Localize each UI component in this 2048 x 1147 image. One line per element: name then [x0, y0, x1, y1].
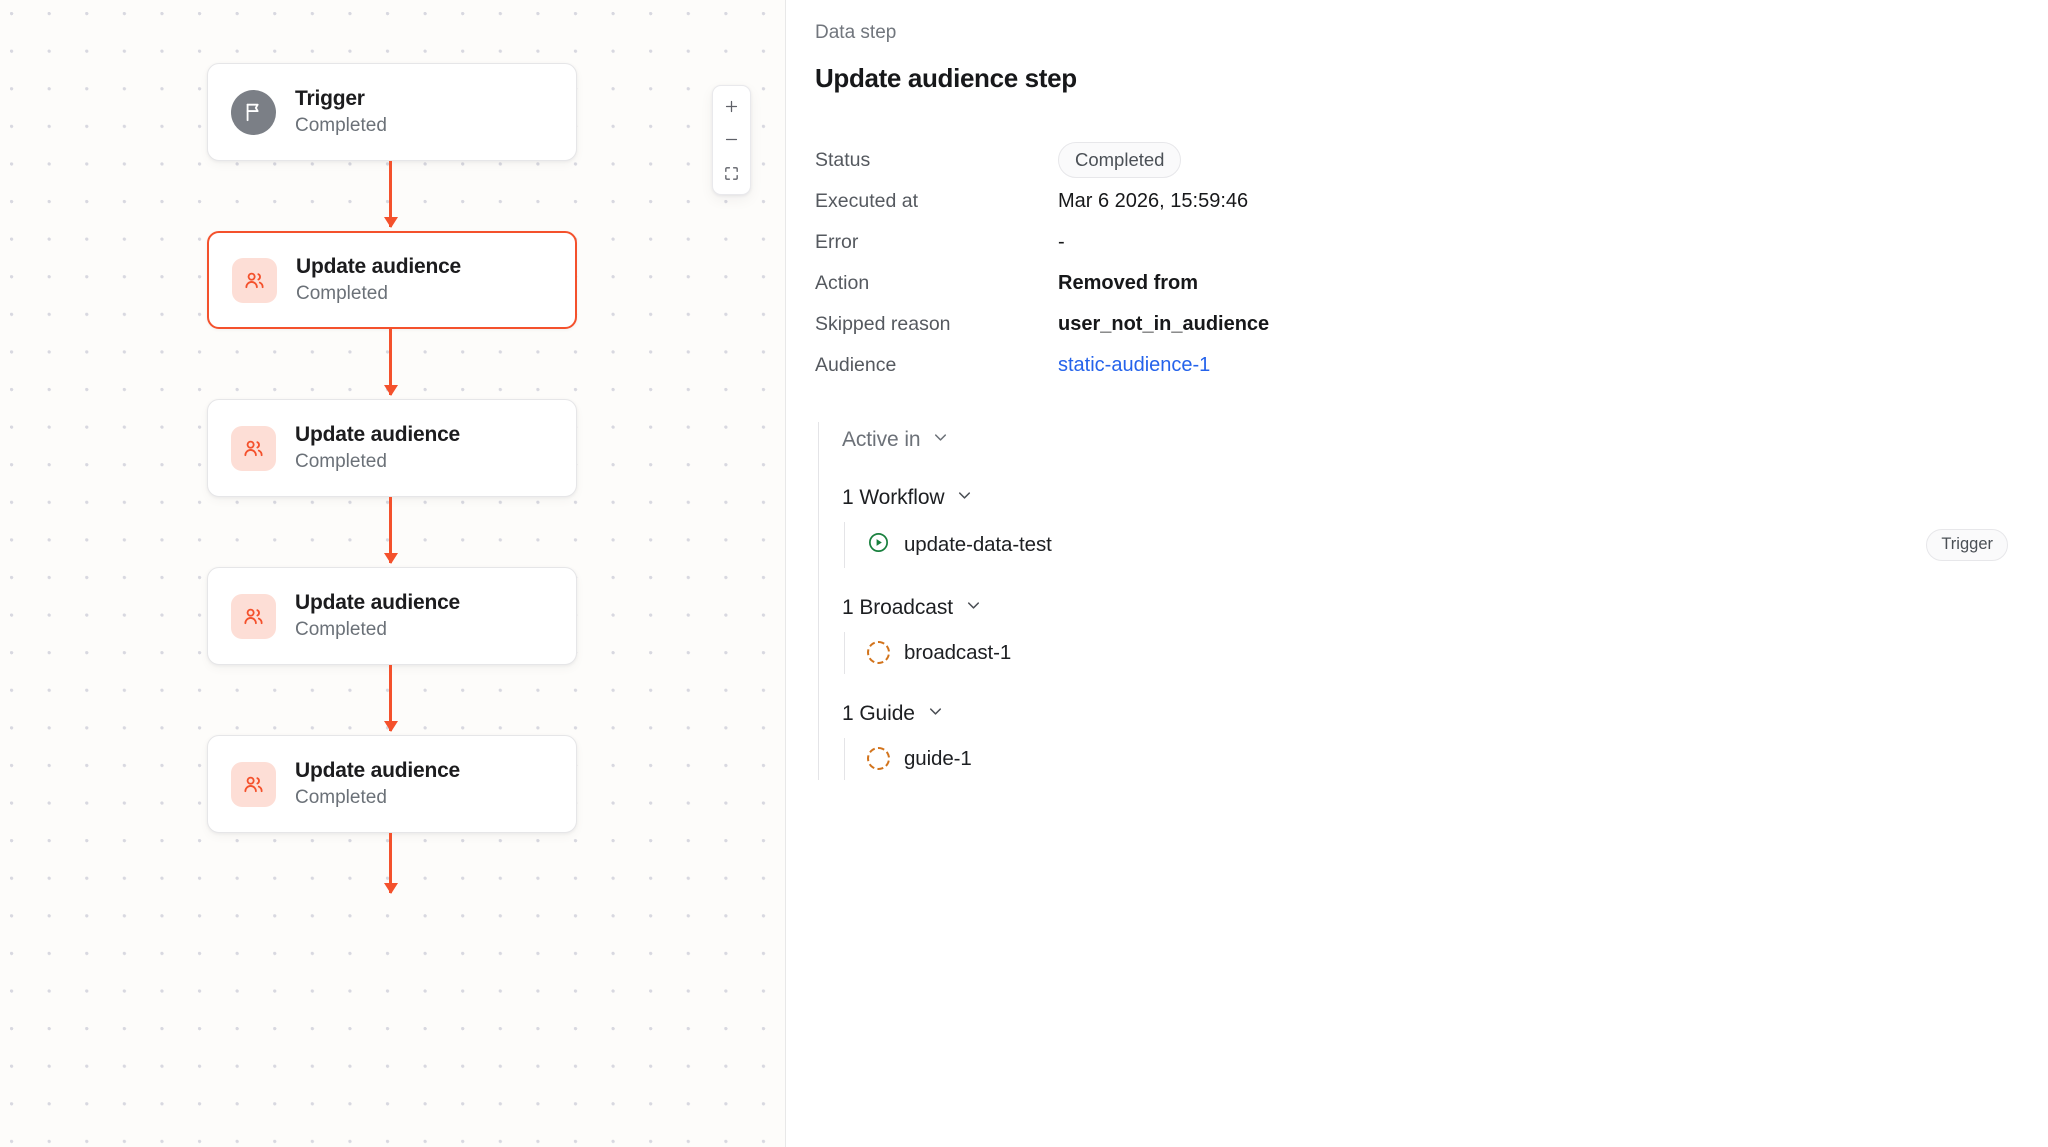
field-label: Status — [815, 148, 871, 171]
users-icon — [231, 593, 276, 639]
guide-items: guide-1 — [844, 737, 2008, 780]
audience-link[interactable]: static-audience-1 — [1058, 354, 1211, 377]
field-value: - — [1058, 231, 1065, 254]
flow-node-update-audience-3[interactable]: Update audience Completed — [207, 567, 577, 665]
users-icon — [231, 425, 276, 471]
node-text: Trigger Completed — [295, 87, 387, 137]
node-icon-container — [231, 89, 276, 135]
field-value: user_not_in_audience — [1058, 313, 1270, 336]
detail-fields: Status Completed Executed at Mar 6 2026,… — [815, 140, 2008, 386]
node-title: Update audience — [295, 591, 461, 614]
node-text: Update audience Completed — [296, 255, 461, 305]
active-in-group-workflow: 1 Workflow update-data-test — [842, 480, 2008, 568]
field-executed-at: Executed at Mar 6 2026, 15:59:46 — [815, 181, 2008, 222]
active-in-label: Active in — [842, 427, 921, 451]
chevron-down-icon — [931, 428, 950, 452]
guide-group-label: 1 Guide — [842, 701, 915, 725]
flow-edge — [389, 497, 392, 563]
users-icon — [232, 257, 277, 303]
broadcast-group-toggle[interactable]: 1 Broadcast — [842, 590, 2008, 626]
list-item[interactable]: broadcast-1 — [867, 632, 2008, 674]
detail-panel: Data step Update audience step Status Co… — [786, 0, 2048, 1147]
active-in-section: Active in 1 Workflow — [818, 421, 2008, 780]
field-label: Executed at — [815, 189, 918, 212]
zoom-controls — [712, 85, 751, 195]
users-icon — [231, 761, 276, 807]
field-audience: Audience static-audience-1 — [815, 345, 2008, 386]
node-text: Update audience Completed — [295, 591, 460, 641]
field-skipped-reason: Skipped reason user_not_in_audience — [815, 304, 2008, 345]
flow-node-trigger[interactable]: Trigger Completed — [207, 63, 577, 161]
workflow-group-label: 1 Workflow — [842, 485, 945, 509]
dashed-circle-icon — [867, 641, 890, 665]
page-title: Update audience step — [815, 62, 1077, 93]
node-text: Update audience Completed — [295, 423, 460, 473]
node-status: Completed — [295, 787, 387, 809]
chevron-down-icon — [964, 596, 983, 620]
node-icon-container — [232, 257, 277, 303]
list-item[interactable]: guide-1 — [867, 738, 2008, 780]
zoom-out-button[interactable] — [717, 125, 747, 155]
workflow-name: update-data-test — [904, 532, 1052, 556]
field-label: Error — [815, 230, 859, 253]
flow-edge — [389, 161, 392, 227]
active-in-toggle[interactable]: Active in — [842, 422, 2008, 458]
guide-group-toggle[interactable]: 1 Guide — [842, 696, 2008, 732]
flag-icon — [231, 89, 276, 135]
panel-eyebrow: Data step — [815, 22, 897, 43]
play-circle-icon — [867, 531, 890, 559]
node-title: Update audience — [295, 423, 461, 446]
dashed-circle-icon — [867, 747, 890, 771]
flow-edge — [389, 665, 392, 731]
list-item[interactable]: update-data-test Trigger — [867, 522, 2008, 568]
node-icon-container — [231, 425, 276, 471]
node-icon-container — [231, 593, 276, 639]
chevron-down-icon — [955, 486, 974, 510]
status-badge: Completed — [1058, 142, 1182, 179]
flow-node-update-audience-4[interactable]: Update audience Completed — [207, 735, 577, 833]
flow-node-update-audience-selected[interactable]: Update audience Completed — [207, 231, 577, 329]
flow-edge — [389, 833, 392, 893]
node-status: Completed — [295, 115, 387, 137]
field-label: Skipped reason — [815, 312, 951, 335]
broadcast-name: broadcast-1 — [904, 640, 1012, 664]
node-text: Update audience Completed — [295, 759, 460, 809]
broadcast-group-label: 1 Broadcast — [842, 595, 953, 619]
field-label: Audience — [815, 353, 897, 376]
field-error: Error - — [815, 222, 2008, 263]
field-value: Removed from — [1058, 272, 1199, 295]
workflow-canvas[interactable]: Trigger Completed Update audience — [0, 0, 786, 1147]
broadcast-items: broadcast-1 — [844, 631, 2008, 674]
active-in-group-broadcast: 1 Broadcast broadcast-1 — [842, 590, 2008, 674]
guide-name: guide-1 — [904, 746, 972, 770]
field-label: Action — [815, 271, 870, 294]
active-in-group-guide: 1 Guide guide-1 — [842, 696, 2008, 780]
node-status: Completed — [295, 619, 387, 641]
node-title: Trigger — [295, 87, 365, 110]
trigger-tag: Trigger — [1926, 528, 2008, 561]
node-title: Update audience — [296, 255, 462, 278]
workflow-group-toggle[interactable]: 1 Workflow — [842, 480, 2008, 516]
node-status: Completed — [296, 283, 388, 305]
field-value: Mar 6 2026, 15:59:46 — [1058, 190, 1249, 213]
flow-node-update-audience-2[interactable]: Update audience Completed — [207, 399, 577, 497]
flow-edge — [389, 329, 392, 395]
field-status: Status Completed — [815, 140, 2008, 181]
fit-view-icon[interactable] — [717, 158, 747, 188]
node-icon-container — [231, 761, 276, 807]
zoom-in-button[interactable] — [717, 92, 747, 122]
field-action: Action Removed from — [815, 263, 2008, 304]
workflow-items: update-data-test Trigger — [844, 521, 2008, 568]
chevron-down-icon — [926, 702, 945, 726]
node-status: Completed — [295, 451, 387, 473]
node-title: Update audience — [295, 759, 461, 782]
